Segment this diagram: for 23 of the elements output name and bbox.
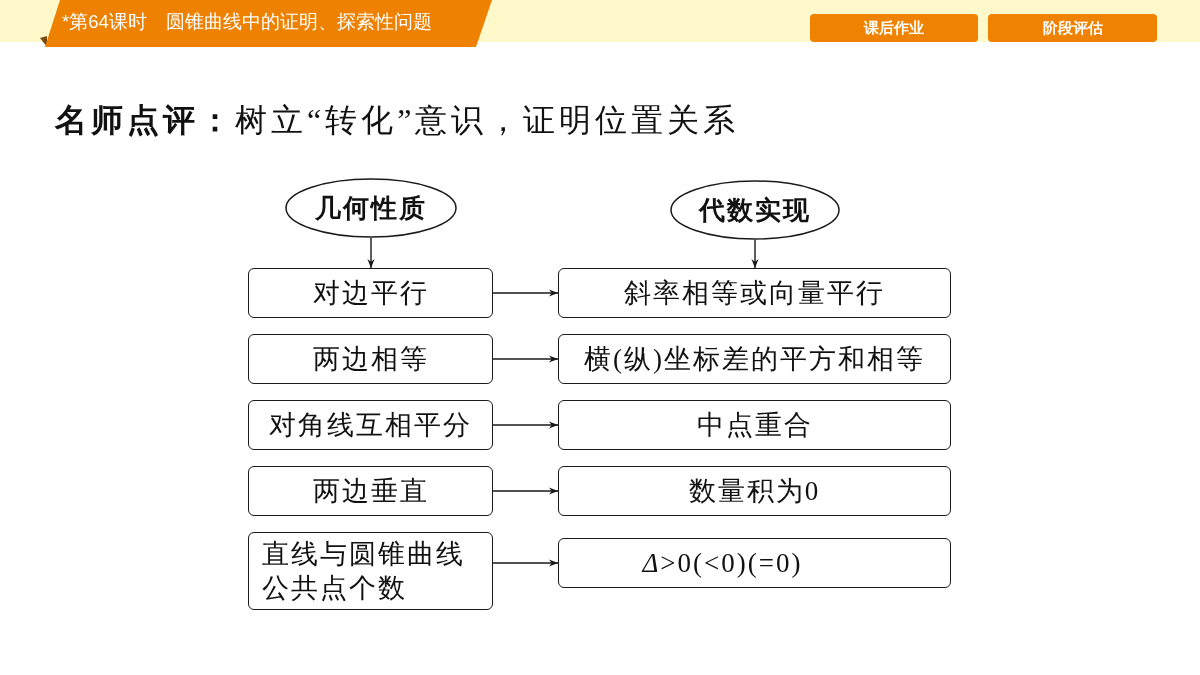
process-box: 对角线互相平分: [248, 400, 493, 450]
process-box: 横(纵)坐标差的平方和相等: [558, 334, 951, 384]
nav-button: 阶段评估: [988, 14, 1157, 42]
arrow: [492, 355, 559, 363]
process-box: 斜率相等或向量平行: [558, 268, 951, 318]
process-box: 两边垂直: [248, 466, 493, 516]
process-box: 中点重合: [558, 400, 951, 450]
arrow: [367, 237, 375, 269]
arrow: [492, 421, 559, 429]
arrow: [751, 239, 759, 269]
header-title: *第64课时 圆锥曲线中的证明、探索性问题: [62, 10, 432, 34]
process-box: Δ>0(<0)(=0): [558, 538, 951, 588]
process-box: 对边平行: [248, 268, 493, 318]
process-box: 直线与圆锥曲线公共点个数: [248, 532, 493, 610]
process-box: 两边相等: [248, 334, 493, 384]
arrow: [492, 559, 559, 567]
arrow: [492, 289, 559, 297]
heading-ellipse: 几何性质: [285, 178, 457, 238]
arrow: [492, 487, 559, 495]
process-box: 数量积为0: [558, 466, 951, 516]
slide-heading: 名师点评：树立“转化”意识，证明位置关系: [55, 101, 740, 140]
nav-button: 课后作业: [810, 14, 978, 42]
heading-ellipse: 代数实现: [670, 180, 840, 240]
